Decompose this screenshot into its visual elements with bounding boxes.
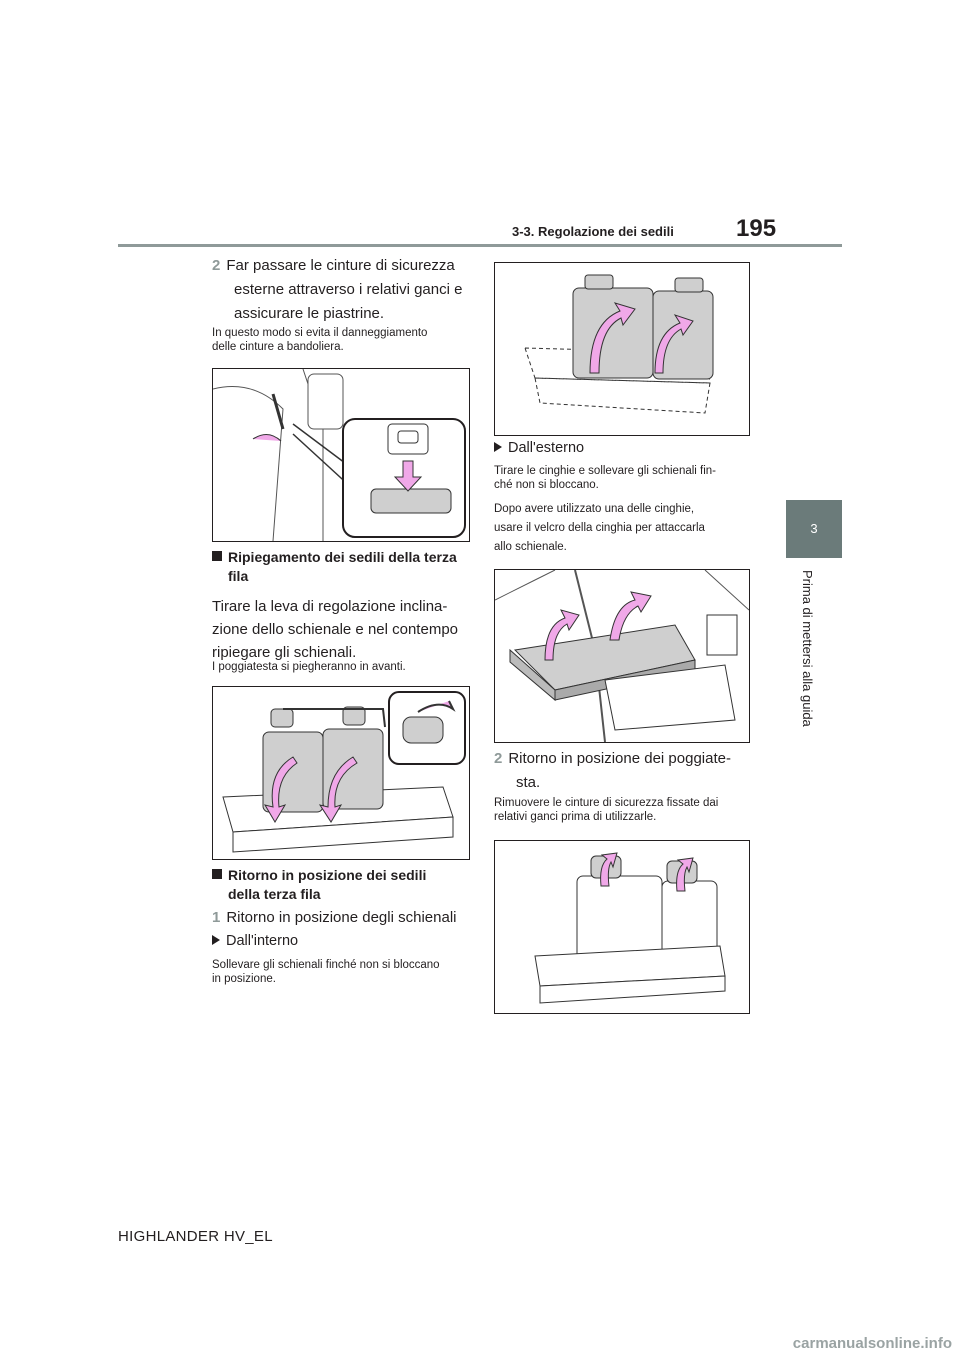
- down-arrow-icon: [393, 460, 423, 492]
- figure-fold-seats: [212, 686, 470, 860]
- up-arrow-icon: [544, 609, 580, 661]
- chapter-title: Prima di mettersi alla guida: [800, 570, 815, 727]
- step-text: Ritorno in posizione dei poggiate-: [508, 750, 731, 767]
- figure-raise-seats-inside: [494, 262, 750, 436]
- down-arrow-icon: [263, 756, 298, 823]
- chapter-side-label: Prima di mettersi alla guida: [775, 570, 855, 750]
- note-line: Dopo avere utilizzato una delle cinghie,: [494, 503, 695, 515]
- body-line: zione dello schienale e nel contempo: [212, 621, 458, 638]
- note-line: Rimuovere le cinture di sicurezza fissat…: [494, 797, 719, 809]
- section-title: 3-3. Regolazione dei sedili: [512, 224, 674, 239]
- step-text: sta.: [516, 774, 541, 791]
- step-text: Ritorno in posizione degli schienali: [226, 909, 457, 926]
- step-text: Far passare le cinture di sicurezza: [226, 257, 455, 274]
- heading-text: della terza fila: [228, 886, 321, 902]
- page-number: 195: [736, 215, 777, 242]
- header-rule: [118, 244, 842, 247]
- figure-belt-hook: [212, 368, 470, 542]
- note-line: ché non si bloccano.: [494, 479, 599, 491]
- step-2b-block: 2 Ritorno in posizione dei poggiate- sta.: [494, 747, 748, 795]
- headrest-note: Rimuovere le cinture di sicurezza fissat…: [494, 796, 748, 824]
- heading-text: fila: [228, 568, 249, 584]
- step-1-block: 1 Ritorno in posizione degli schienali: [212, 906, 472, 930]
- body-line: ripiegare gli schienali.: [212, 644, 357, 661]
- up-arrow-icon: [600, 852, 618, 887]
- triangle-bullet-icon: [494, 442, 502, 452]
- inside-note: Sollevare gli schienali finché non si bl…: [212, 958, 472, 986]
- step-text: assicurare le piastrine.: [234, 305, 385, 322]
- step-2-note: In questo modo si evita il danneggiament…: [212, 326, 472, 354]
- up-arrow-icon: [654, 314, 694, 374]
- bullet-outside: Dall'esterno: [494, 440, 748, 456]
- heading-text: Ripiegamento dei sedili della terza: [228, 549, 457, 565]
- heading-text: Ritorno in posizione dei sedili: [228, 867, 427, 883]
- note-line: relativi ganci prima di utilizzarle.: [494, 811, 657, 823]
- down-arrow-icon: [318, 756, 358, 823]
- figure-raise-headrests: [494, 840, 750, 1014]
- watermark: carmanualsonline.info: [792, 1335, 952, 1352]
- up-arrow-icon: [676, 857, 694, 892]
- bullet-text: Dall'esterno: [508, 440, 585, 456]
- up-arrow-icon: [589, 302, 636, 374]
- heading-fold-third-row: Ripiegamento dei sedili della terza fila: [212, 548, 472, 586]
- square-bullet-icon: [212, 869, 222, 879]
- bullet-text: Dall'interno: [226, 933, 299, 949]
- outside-note: Tirare le cinghie e sollevare gli schien…: [494, 464, 748, 492]
- bullet-inside: Dall'interno: [212, 933, 472, 949]
- body-line: Tirare la leva di regolazione inclina-: [212, 598, 448, 615]
- note-line: delle cinture a bandoliera.: [212, 341, 344, 353]
- fold-note: I poggiatesta si piegheranno in avanti.: [212, 661, 406, 673]
- footer-model: HIGHLANDER HV_EL: [118, 1228, 273, 1245]
- note-line: usare il velcro della cinghia per attacc…: [494, 522, 705, 534]
- note-line: Sollevare gli schienali finché non si bl…: [212, 959, 440, 971]
- step-number: 1: [212, 909, 221, 926]
- velcro-note: Dopo avere utilizzato una delle cinghie,…: [494, 500, 748, 557]
- step-text: esterne attraverso i relativi ganci e: [234, 281, 463, 298]
- note-line: Tirare le cinghie e sollevare gli schien…: [494, 465, 717, 477]
- chapter-tab: 3: [786, 500, 842, 558]
- step-number: 2: [212, 257, 221, 274]
- heading-return-third-row: Ritorno in posizione dei sedili della te…: [212, 866, 472, 904]
- note-line: In questo modo si evita il danneggiament…: [212, 327, 428, 339]
- figure-raise-seats-outside: [494, 569, 750, 743]
- note-line: in posizione.: [212, 973, 276, 985]
- step-number: 2: [494, 750, 503, 767]
- fold-instructions: Tirare la leva di regolazione inclina- z…: [212, 595, 472, 664]
- triangle-bullet-icon: [212, 935, 220, 945]
- square-bullet-icon: [212, 551, 222, 561]
- up-arrow-icon: [609, 591, 652, 641]
- note-line: allo schienale.: [494, 541, 567, 553]
- step-2-block: 2 Far passare le cinture di sicurezza est…: [212, 254, 472, 326]
